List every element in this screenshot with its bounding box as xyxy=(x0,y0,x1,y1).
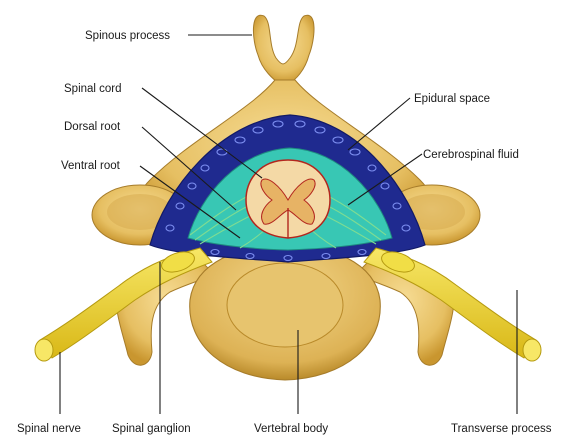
spinous-process xyxy=(253,15,314,84)
label-dorsal-root: Dorsal root xyxy=(64,121,121,133)
label-transverse-process: Transverse process xyxy=(451,423,552,435)
label-spinous-process: Spinous process xyxy=(85,30,170,42)
label-ventral-root: Ventral root xyxy=(61,160,121,172)
leader-epidural-space xyxy=(348,98,410,150)
label-cerebrospinal-fluid: Cerebrospinal fluid xyxy=(423,149,519,161)
label-spinal-cord: Spinal cord xyxy=(64,83,122,95)
label-spinal-nerve: Spinal nerve xyxy=(17,423,81,435)
right-nerve-cut-end xyxy=(523,339,541,361)
label-epidural-space: Epidural space xyxy=(414,93,490,105)
left-nerve-cut-end xyxy=(35,339,53,361)
vertebral-body-center xyxy=(227,263,343,347)
label-spinal-ganglion: Spinal ganglion xyxy=(112,423,191,435)
label-vertebral-body: Vertebral body xyxy=(254,423,328,435)
